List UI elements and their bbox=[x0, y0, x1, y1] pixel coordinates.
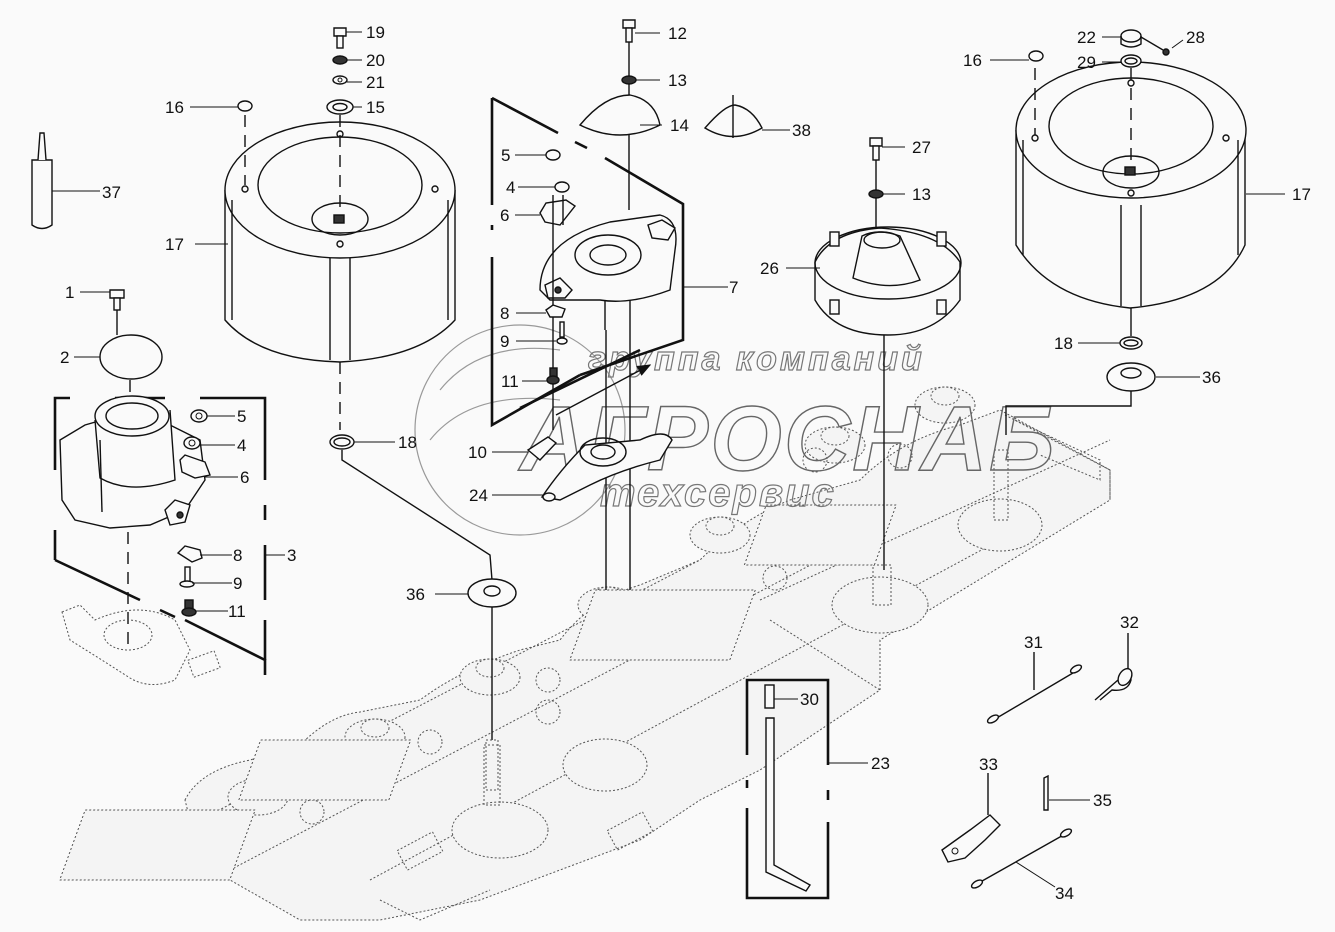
callout-4-center: 4 bbox=[506, 178, 515, 197]
callout-13-right: 13 bbox=[912, 185, 931, 204]
callout-22: 22 bbox=[1077, 28, 1096, 47]
callout-38: 38 bbox=[792, 121, 811, 140]
callout-11-center: 11 bbox=[501, 372, 519, 391]
callout-12: 12 bbox=[668, 24, 687, 43]
left-hub-assembly bbox=[53, 289, 285, 685]
left-drum-fasteners bbox=[190, 27, 362, 115]
callout-4-left: 4 bbox=[237, 436, 246, 455]
callout-28: 28 bbox=[1186, 28, 1205, 47]
callout-17-right: 17 bbox=[1292, 185, 1311, 204]
drum-disc-26-part bbox=[786, 137, 962, 570]
accessory-parts bbox=[745, 633, 1133, 900]
callout-8-left: 8 bbox=[233, 546, 242, 565]
callout-35: 35 bbox=[1093, 791, 1112, 810]
drum-left-part bbox=[195, 115, 456, 430]
callout-29: 29 bbox=[1077, 53, 1096, 72]
callout-16-left: 16 bbox=[165, 98, 184, 117]
callout-34: 34 bbox=[1055, 884, 1074, 903]
callout-20: 20 bbox=[366, 51, 385, 70]
watermark-line1: группа компаний bbox=[588, 340, 925, 378]
callout-6-center: 6 bbox=[500, 206, 509, 225]
callout-32: 32 bbox=[1120, 613, 1139, 632]
callout-9-center: 9 bbox=[500, 332, 509, 351]
callout-14: 14 bbox=[670, 116, 689, 135]
callout-8-center: 8 bbox=[500, 304, 509, 323]
callout-27: 27 bbox=[912, 138, 931, 157]
callout-31: 31 bbox=[1024, 633, 1043, 652]
callout-5-left: 5 bbox=[237, 407, 246, 426]
left-small-fasteners bbox=[176, 409, 238, 617]
callout-24: 24 bbox=[469, 486, 488, 505]
callout-36-left: 36 bbox=[406, 585, 425, 604]
callout-1: 1 bbox=[65, 283, 74, 302]
callout-16-right: 16 bbox=[963, 51, 982, 70]
callout-5-center: 5 bbox=[501, 146, 510, 165]
callout-2: 2 bbox=[60, 348, 69, 367]
callout-9-left: 9 bbox=[233, 574, 242, 593]
watermark-line3: техсервис bbox=[600, 471, 836, 515]
callout-30: 30 bbox=[800, 690, 819, 709]
callout-15: 15 bbox=[366, 98, 385, 117]
drum-right-part bbox=[990, 29, 1285, 435]
callout-37: 37 bbox=[102, 183, 121, 202]
center-fasteners bbox=[492, 19, 790, 502]
callout-13-center: 13 bbox=[668, 71, 687, 90]
sealant-tube-part bbox=[31, 132, 100, 230]
callout-18-right: 18 bbox=[1054, 334, 1073, 353]
callout-33: 33 bbox=[979, 755, 998, 774]
cutterbar-gearboxes bbox=[59, 419, 1101, 881]
callout-26: 26 bbox=[760, 259, 779, 278]
left-washers bbox=[329, 434, 517, 791]
callout-6-left: 6 bbox=[240, 468, 249, 487]
callout-23: 23 bbox=[871, 754, 890, 773]
callout-labels: 1 2 3 4 4 5 5 6 6 7 8 8 9 9 10 11 11 12 … bbox=[60, 23, 1311, 903]
callout-18-left: 18 bbox=[398, 433, 417, 452]
callout-10: 10 bbox=[468, 443, 487, 462]
callout-17-left: 17 bbox=[165, 235, 184, 254]
callout-11-left: 11 bbox=[228, 602, 246, 621]
callout-7: 7 bbox=[729, 278, 738, 297]
callout-36-right: 36 bbox=[1202, 368, 1221, 387]
callout-19: 19 bbox=[366, 23, 385, 42]
callout-21: 21 bbox=[366, 73, 385, 92]
callout-3: 3 bbox=[287, 546, 296, 565]
